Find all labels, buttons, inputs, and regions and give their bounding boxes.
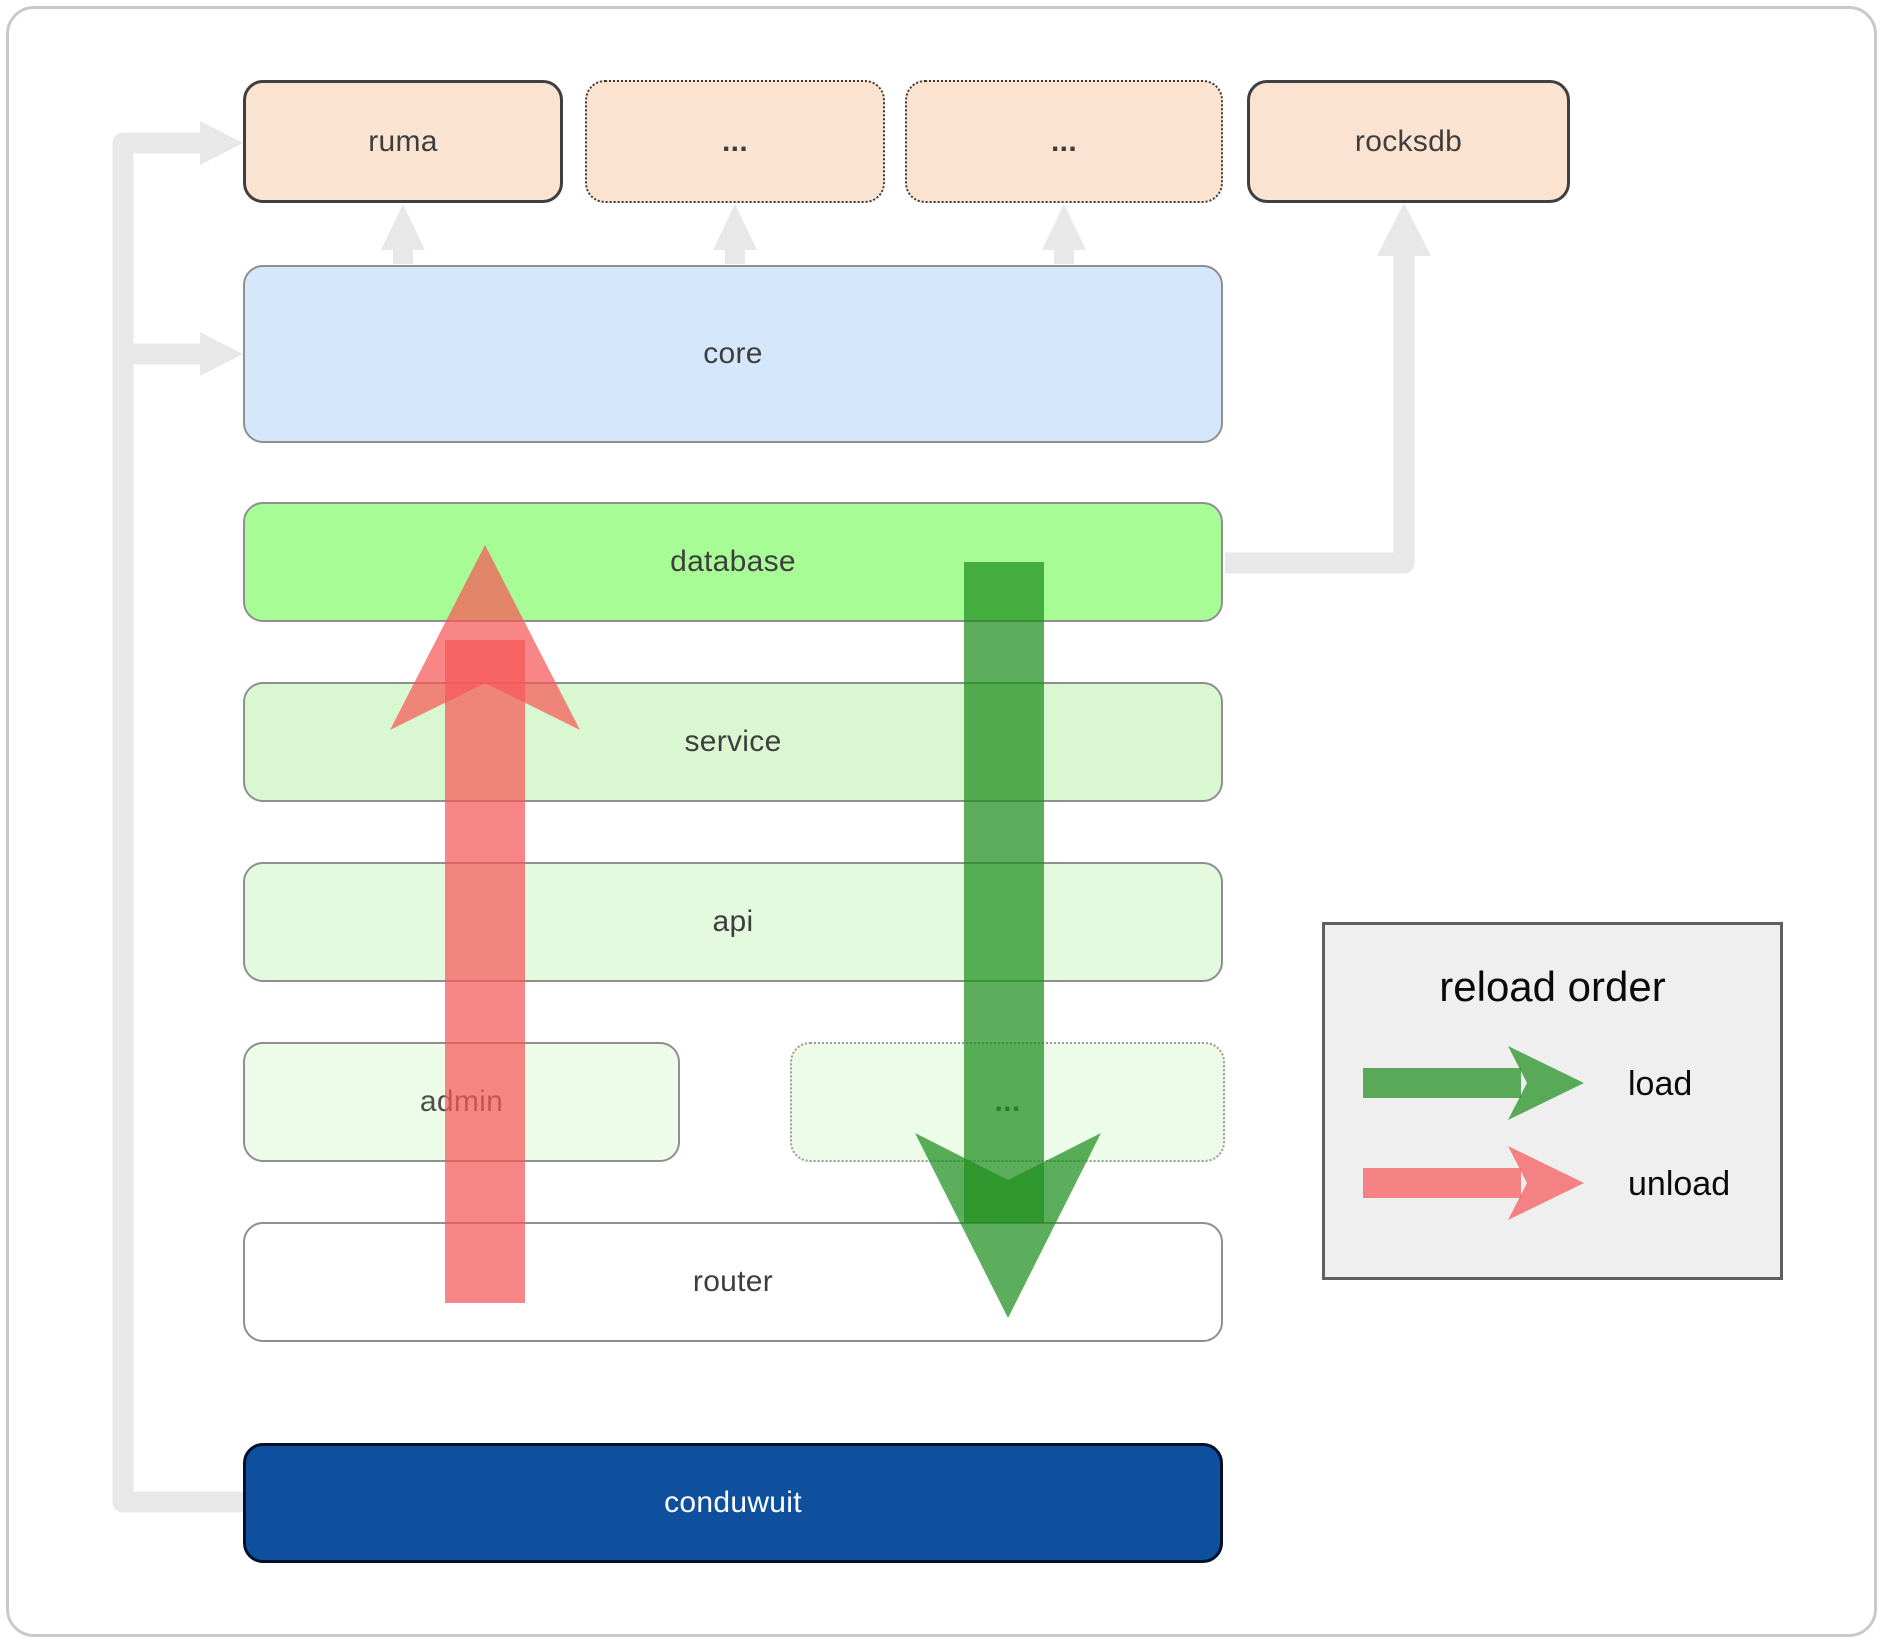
node-api: api (243, 862, 1223, 982)
node-database: database (243, 502, 1223, 622)
arrowhead-into-core-icon (200, 332, 243, 376)
node-label: router (692, 1265, 774, 1298)
node-core: core (243, 265, 1223, 443)
node-conduwuit: conduwuit (243, 1443, 1223, 1563)
rocksdb-arrowhead-icon (1377, 203, 1431, 256)
load-arrow-head-icon (915, 1133, 1101, 1318)
unload-arrow-icon (1363, 1146, 1584, 1220)
unload-arrow-head-icon (390, 545, 580, 730)
load-arrow (915, 562, 1101, 1318)
conduwuit-dependency-line (112, 132, 243, 1513)
node-label: conduwuit (664, 1486, 802, 1519)
arrowhead-into-ruma-icon (200, 121, 243, 165)
unload-arrow-shaft (445, 640, 525, 1303)
load-legend-shaft (1363, 1068, 1521, 1098)
node-label: rocksdb (1354, 124, 1463, 158)
node-label: ... (722, 124, 748, 158)
node-dependency-more-1: ... (585, 80, 885, 203)
database-to-rocksdb-line (1225, 250, 1415, 574)
node-label: ... (1051, 124, 1077, 158)
core-to-deps1-arrowhead-icon (713, 204, 757, 250)
node-label: service (684, 725, 782, 758)
node-dependency-more-2: ... (905, 80, 1223, 203)
core-to-deps2-arrowhead-icon (1042, 204, 1086, 250)
node-label: api (712, 905, 754, 938)
core-to-ruma-arrowhead-icon (381, 204, 425, 250)
load-legend-head (1508, 1046, 1584, 1120)
node-label: database (670, 545, 796, 578)
unload-arrow (390, 545, 580, 1303)
load-arrow-icon (1363, 1046, 1584, 1120)
legend-label-unload: unload (1628, 1164, 1731, 1203)
node-label: ruma (368, 124, 438, 158)
legend-label-load: load (1628, 1064, 1693, 1103)
node-rocksdb: rocksdb (1247, 80, 1570, 203)
legend-title: reload order (1439, 963, 1666, 1010)
unload-legend-head (1508, 1146, 1584, 1220)
legend: reload order load unload (1322, 922, 1783, 1280)
node-ruma: ruma (243, 80, 563, 203)
unload-legend-shaft (1363, 1168, 1521, 1198)
node-label: core (703, 337, 763, 370)
load-arrow-shaft (964, 562, 1044, 1223)
node-router: router (243, 1222, 1223, 1342)
